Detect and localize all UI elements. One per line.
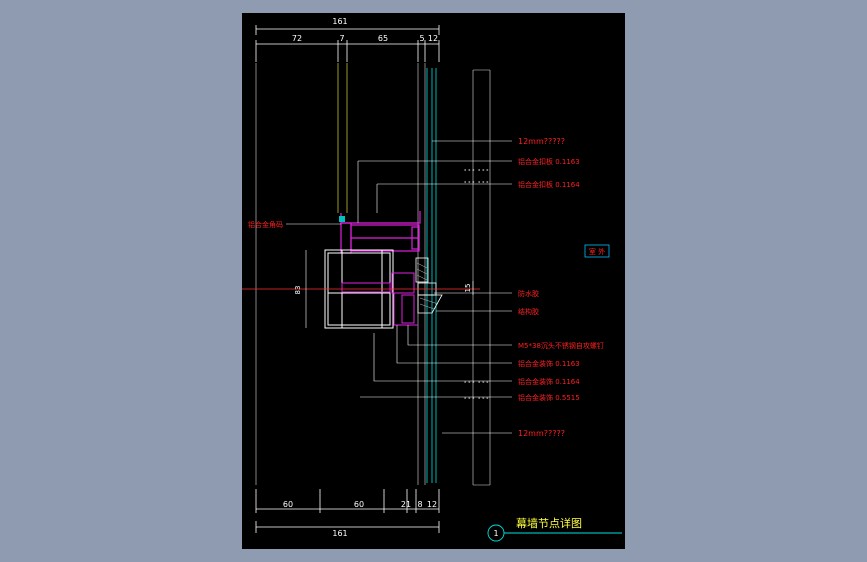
leader-lines bbox=[286, 140, 512, 434]
connection-profile bbox=[341, 272, 418, 326]
svg-text:° ° °: ° ° ° bbox=[478, 397, 489, 403]
drawing-sheet[interactable]: 161 72 7 65 5 12 bbox=[242, 13, 625, 549]
label-trim-1: 铝合金装饰 0.1163 bbox=[518, 359, 580, 368]
bottom-dim-total: 161 bbox=[332, 529, 347, 538]
label-cover-plate-1: 铝合金扣板 0.1163 bbox=[518, 157, 580, 166]
label-screw: M5*38沉头不锈钢自攻螺钉 bbox=[518, 341, 604, 350]
label-glass-top: 12mm????? bbox=[518, 137, 565, 146]
bottom-dim-4: 8 bbox=[417, 500, 422, 509]
svg-text:° ° °: ° ° ° bbox=[464, 169, 475, 175]
svg-text:° ° °: ° ° ° bbox=[464, 181, 475, 187]
bottom-dim-1: 60 bbox=[283, 500, 293, 509]
label-trim-3: 铝合金装饰 0.5515 bbox=[518, 393, 580, 402]
svg-text:° ° °: ° ° ° bbox=[478, 181, 489, 187]
sealant-hatch bbox=[416, 262, 439, 310]
sealant-block bbox=[415, 257, 443, 314]
top-dim-1: 72 bbox=[292, 34, 302, 43]
upper-bracket-profile bbox=[340, 211, 421, 254]
label-structural-sealant: 结构胶 bbox=[518, 307, 539, 316]
label-trim-2: 铝合金装饰 0.1164 bbox=[518, 377, 580, 386]
curtain-wall-detail-drawing: 161 72 7 65 5 12 bbox=[242, 17, 622, 542]
top-dim-4: 5 bbox=[419, 34, 424, 43]
anchor-bolt-marker bbox=[339, 216, 345, 222]
label-angle-bracket: 铝合金角码 bbox=[248, 220, 283, 229]
svg-text:° ° °: ° ° ° bbox=[464, 397, 475, 403]
bottom-dim-2: 60 bbox=[354, 500, 364, 509]
bottom-dimension-chain bbox=[255, 489, 440, 533]
svg-text:° ° °: ° ° ° bbox=[464, 381, 475, 387]
exterior-tag-box bbox=[584, 244, 610, 258]
top-dimension-chain bbox=[255, 25, 440, 62]
label-cover-plate-2: 铝合金扣板 0.1164 bbox=[518, 180, 580, 189]
vertical-guides bbox=[255, 63, 491, 486]
svg-text:° ° °: ° ° ° bbox=[478, 381, 489, 387]
top-dim-3: 65 bbox=[378, 34, 388, 43]
top-dim-total: 161 bbox=[332, 17, 347, 26]
axis-lines bbox=[337, 63, 348, 213]
label-glass-bottom: 12mm????? bbox=[518, 429, 565, 438]
label-weather-sealant: 防水胶 bbox=[518, 289, 539, 298]
bottom-dim-3: 21 bbox=[401, 500, 411, 509]
svg-text:° ° °: ° ° ° bbox=[478, 169, 489, 175]
drawing-title: 幕墙节点详图 bbox=[516, 516, 582, 530]
detail-number: 1 bbox=[493, 529, 498, 538]
top-dim-5: 12 bbox=[428, 34, 438, 43]
left-height-dim-text: 83 bbox=[294, 286, 302, 295]
exterior-tag: 室 外 bbox=[589, 247, 605, 256]
bottom-dim-5: 12 bbox=[427, 500, 437, 509]
right-height-dim-text: 15 bbox=[464, 284, 472, 293]
glass-panes bbox=[426, 68, 437, 483]
top-dim-2: 7 bbox=[339, 34, 344, 43]
label-tick-marks: ° ° ° ° ° ° ° ° ° ° ° ° ° ° ° ° ° ° ° ° … bbox=[464, 169, 489, 403]
annotation-labels: 12mm????? 铝合金扣板 0.1163 铝合金扣板 0.1164 铝合金角… bbox=[248, 137, 604, 438]
